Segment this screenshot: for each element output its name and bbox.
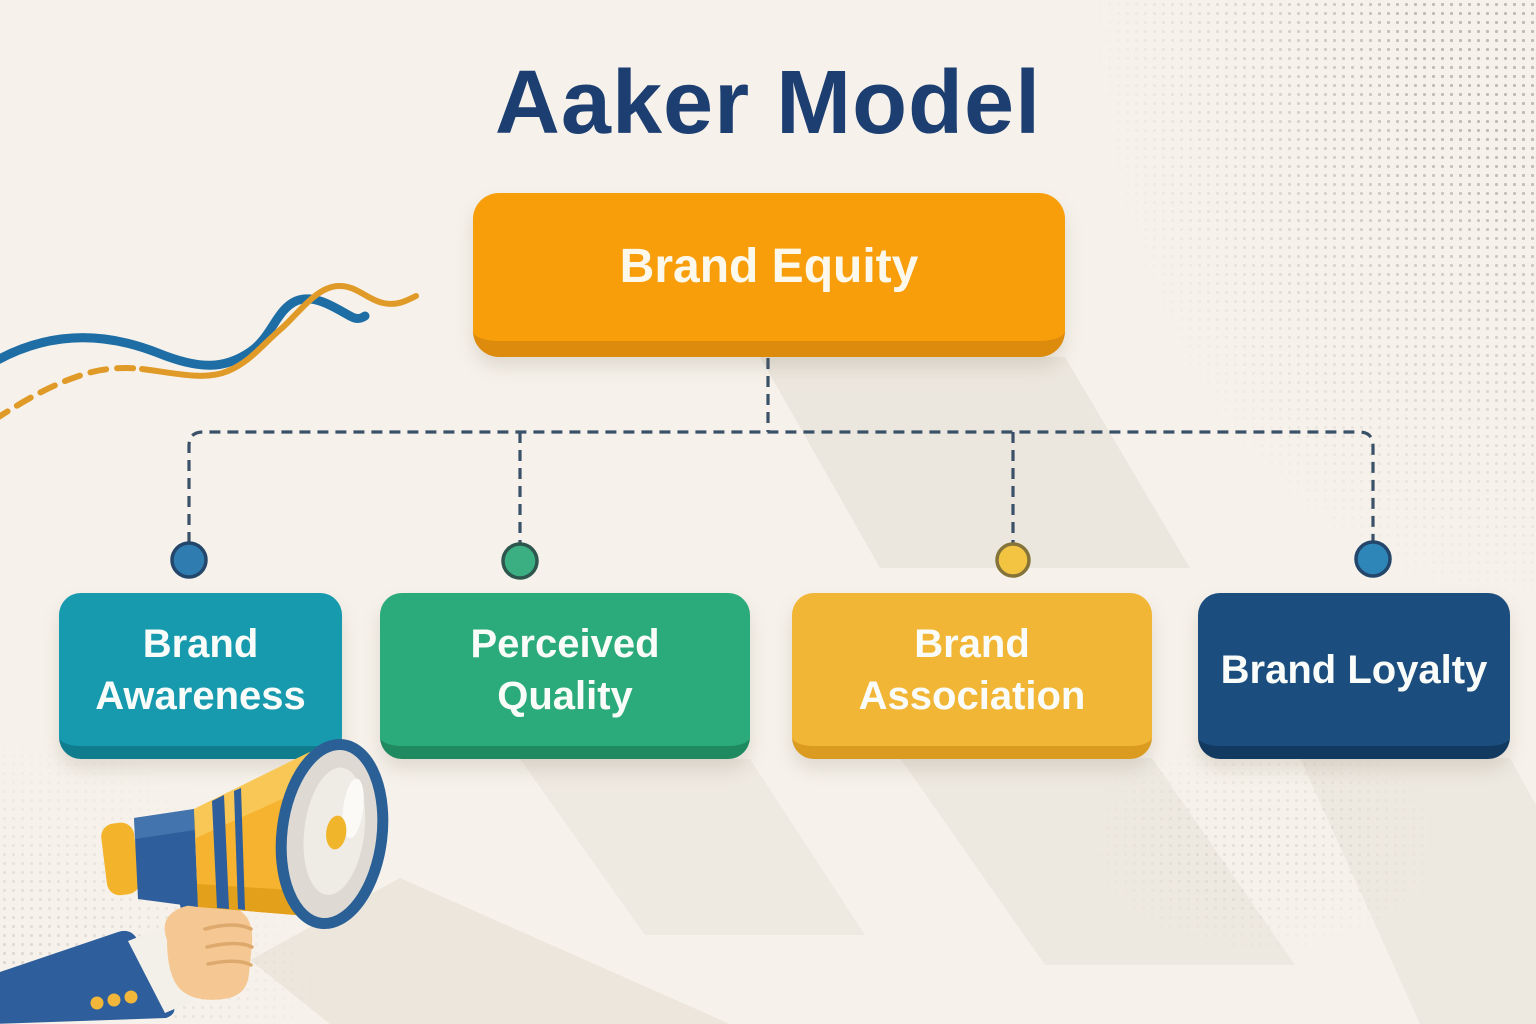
child-box-perceived-quality: Perceived Quality xyxy=(380,593,750,759)
orange-dashed-wave-line-icon xyxy=(0,365,145,420)
root-box: Brand Equity xyxy=(473,193,1065,357)
connector-node-dot xyxy=(170,541,208,579)
connector-node-dot xyxy=(995,542,1031,578)
connector-dashed-lines xyxy=(187,358,1375,543)
page-title: Aaker Model xyxy=(494,53,1042,153)
connector-node-dot xyxy=(501,542,539,580)
orange-wave-line-icon xyxy=(139,283,419,379)
child-box-brand-loyalty: Brand Loyalty xyxy=(1198,593,1510,759)
blue-wave-line-icon xyxy=(0,294,370,370)
child-box-label: Perceived Quality xyxy=(470,621,660,718)
root-box-label: Brand Equity xyxy=(619,239,919,293)
connector-node-dot xyxy=(1354,540,1392,578)
child-box-brand-awareness: Brand Awareness xyxy=(59,593,342,759)
child-box-label: Brand Association xyxy=(858,621,1086,718)
child-box-label: Brand Loyalty xyxy=(1220,647,1488,692)
child-box-label: Brand Awareness xyxy=(95,621,306,718)
child-box-brand-association: Brand Association xyxy=(792,593,1152,759)
